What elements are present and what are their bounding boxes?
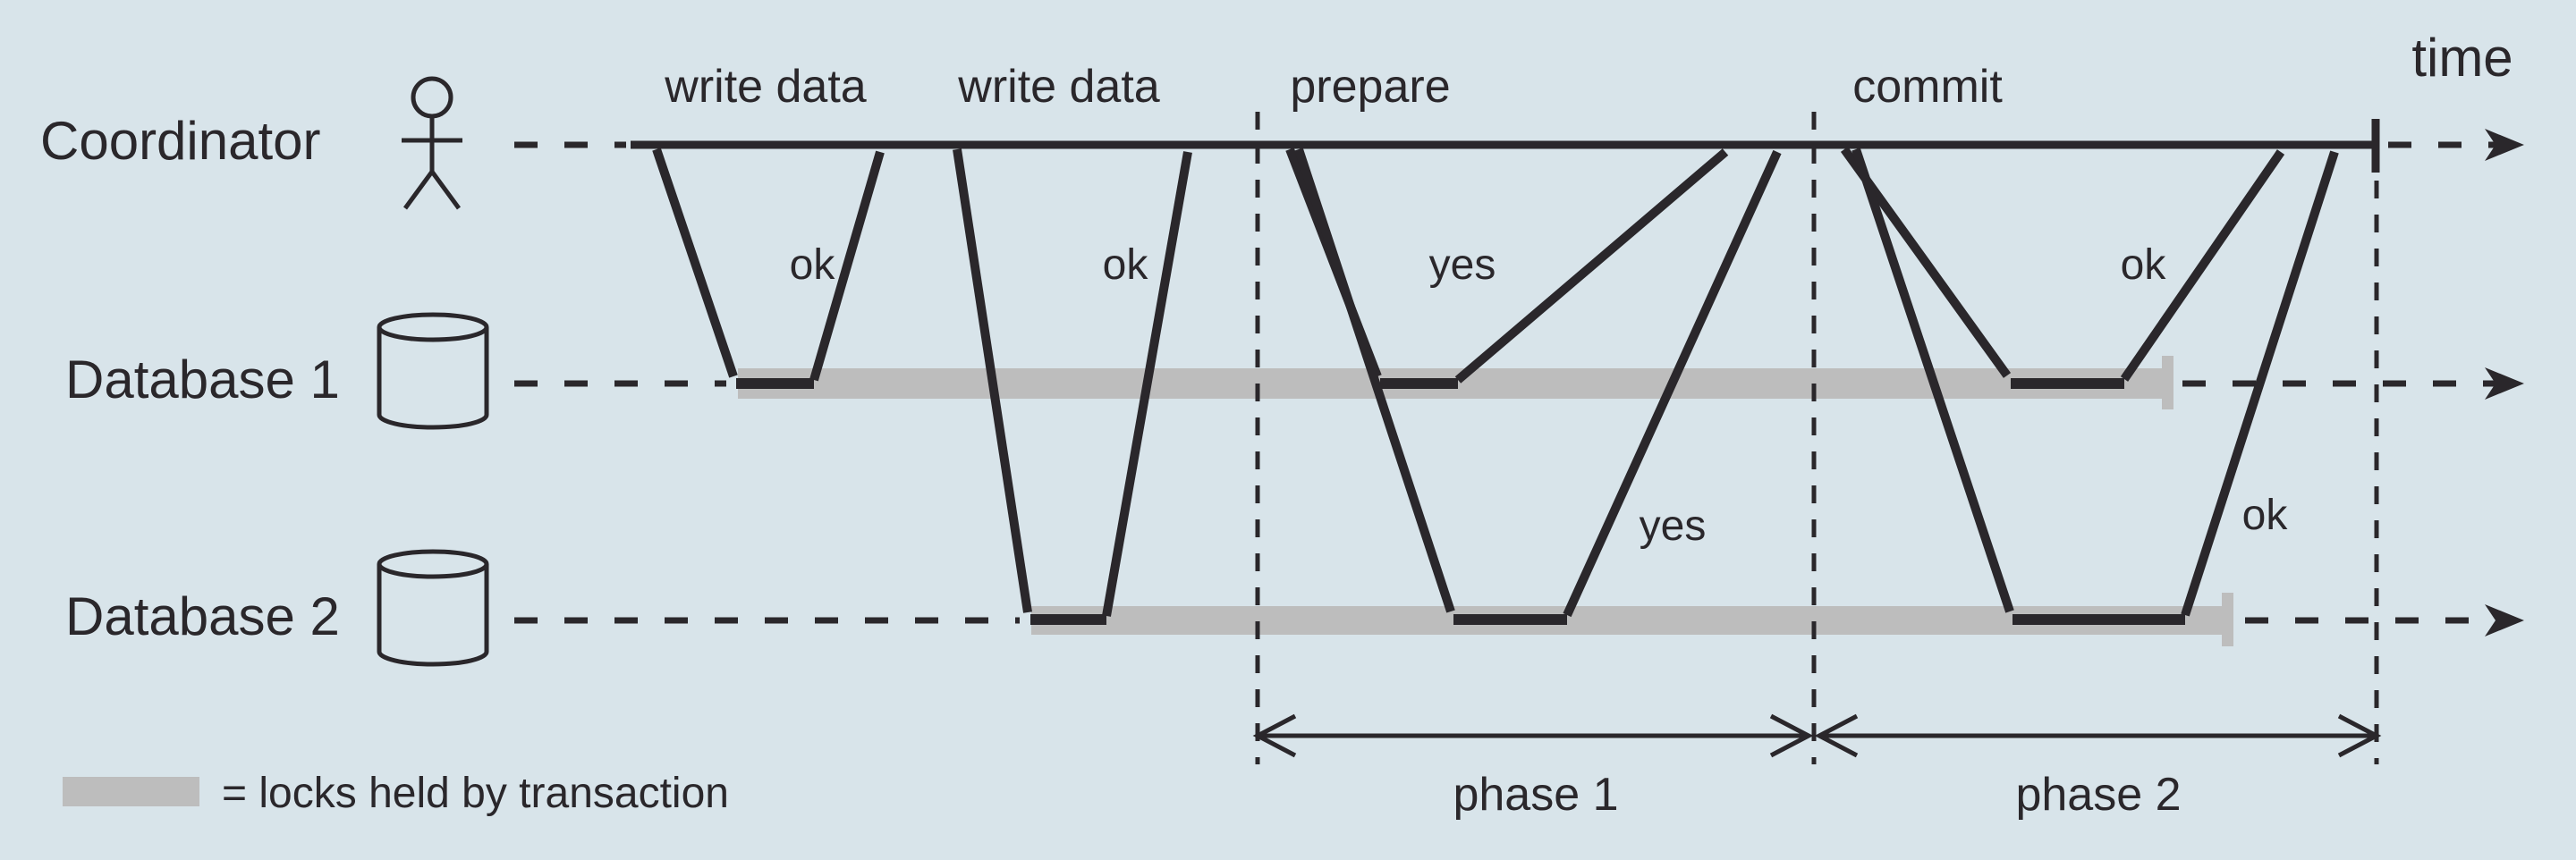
db1-cylinder-icon [377, 312, 489, 430]
legend-lock-swatch [63, 777, 199, 806]
arrow-write2-request [953, 148, 1032, 613]
actor-label-database-1: Database 1 [65, 350, 340, 409]
reply-label-yes-db2: yes [1640, 502, 1707, 550]
actor-label-database-2: Database 2 [65, 586, 340, 646]
reply-label-yes-db1: yes [1429, 241, 1496, 289]
actor-label-coordinator: Coordinator [40, 111, 321, 171]
coordinator-stick-figure-icon [402, 76, 462, 210]
db2-cylinder-icon [377, 549, 489, 667]
db1-lock-bar-end-cap [2162, 356, 2174, 409]
reply-label-ok-commit-db2: ok [2242, 492, 2289, 539]
arrow-write1-request [652, 148, 738, 378]
message-label-write-data-2: write data [957, 61, 1160, 113]
arrow-prepare-to-db2 [1294, 148, 1455, 613]
phase1-label: phase 1 [1453, 769, 1618, 821]
arrow-yes-from-db1 [1454, 148, 1729, 384]
phase2-label: phase 2 [2015, 769, 2181, 821]
phase2-right-chevron-icon [2337, 713, 2382, 758]
message-label-prepare: prepare [1290, 61, 1450, 113]
phase1-left-chevron-icon [1252, 713, 1297, 758]
arrow-commit-to-db2 [1852, 148, 2014, 613]
arrow-write1-ok-reply [809, 150, 885, 382]
arrow-commit-ok-from-db1 [2120, 149, 2285, 382]
reply-label-ok-commit-db1: ok [2121, 241, 2167, 289]
arrow-write2-ok-reply [1102, 151, 1188, 617]
arrow-commit-ok-from-db2 [2181, 150, 2339, 617]
db1-time-arrowhead-icon [2485, 367, 2524, 400]
reply-label-ok-write1: ok [790, 241, 836, 289]
legend-label: = locks held by transaction [222, 770, 729, 817]
time-axis-label: time [2411, 28, 2512, 88]
coordinator-time-arrowhead-icon [2485, 129, 2524, 161]
arrow-yes-from-db2 [1563, 149, 1782, 618]
db2-time-arrowhead-icon [2485, 604, 2524, 637]
phase1-right-chevron-icon [1769, 713, 1814, 758]
message-label-write-data-1: write data [664, 61, 867, 113]
reply-label-ok-write2: ok [1103, 241, 1149, 289]
db2-lock-bar-end-cap [2222, 593, 2233, 646]
message-label-commit: commit [1852, 61, 2003, 113]
phase2-left-chevron-icon [1814, 713, 1859, 758]
